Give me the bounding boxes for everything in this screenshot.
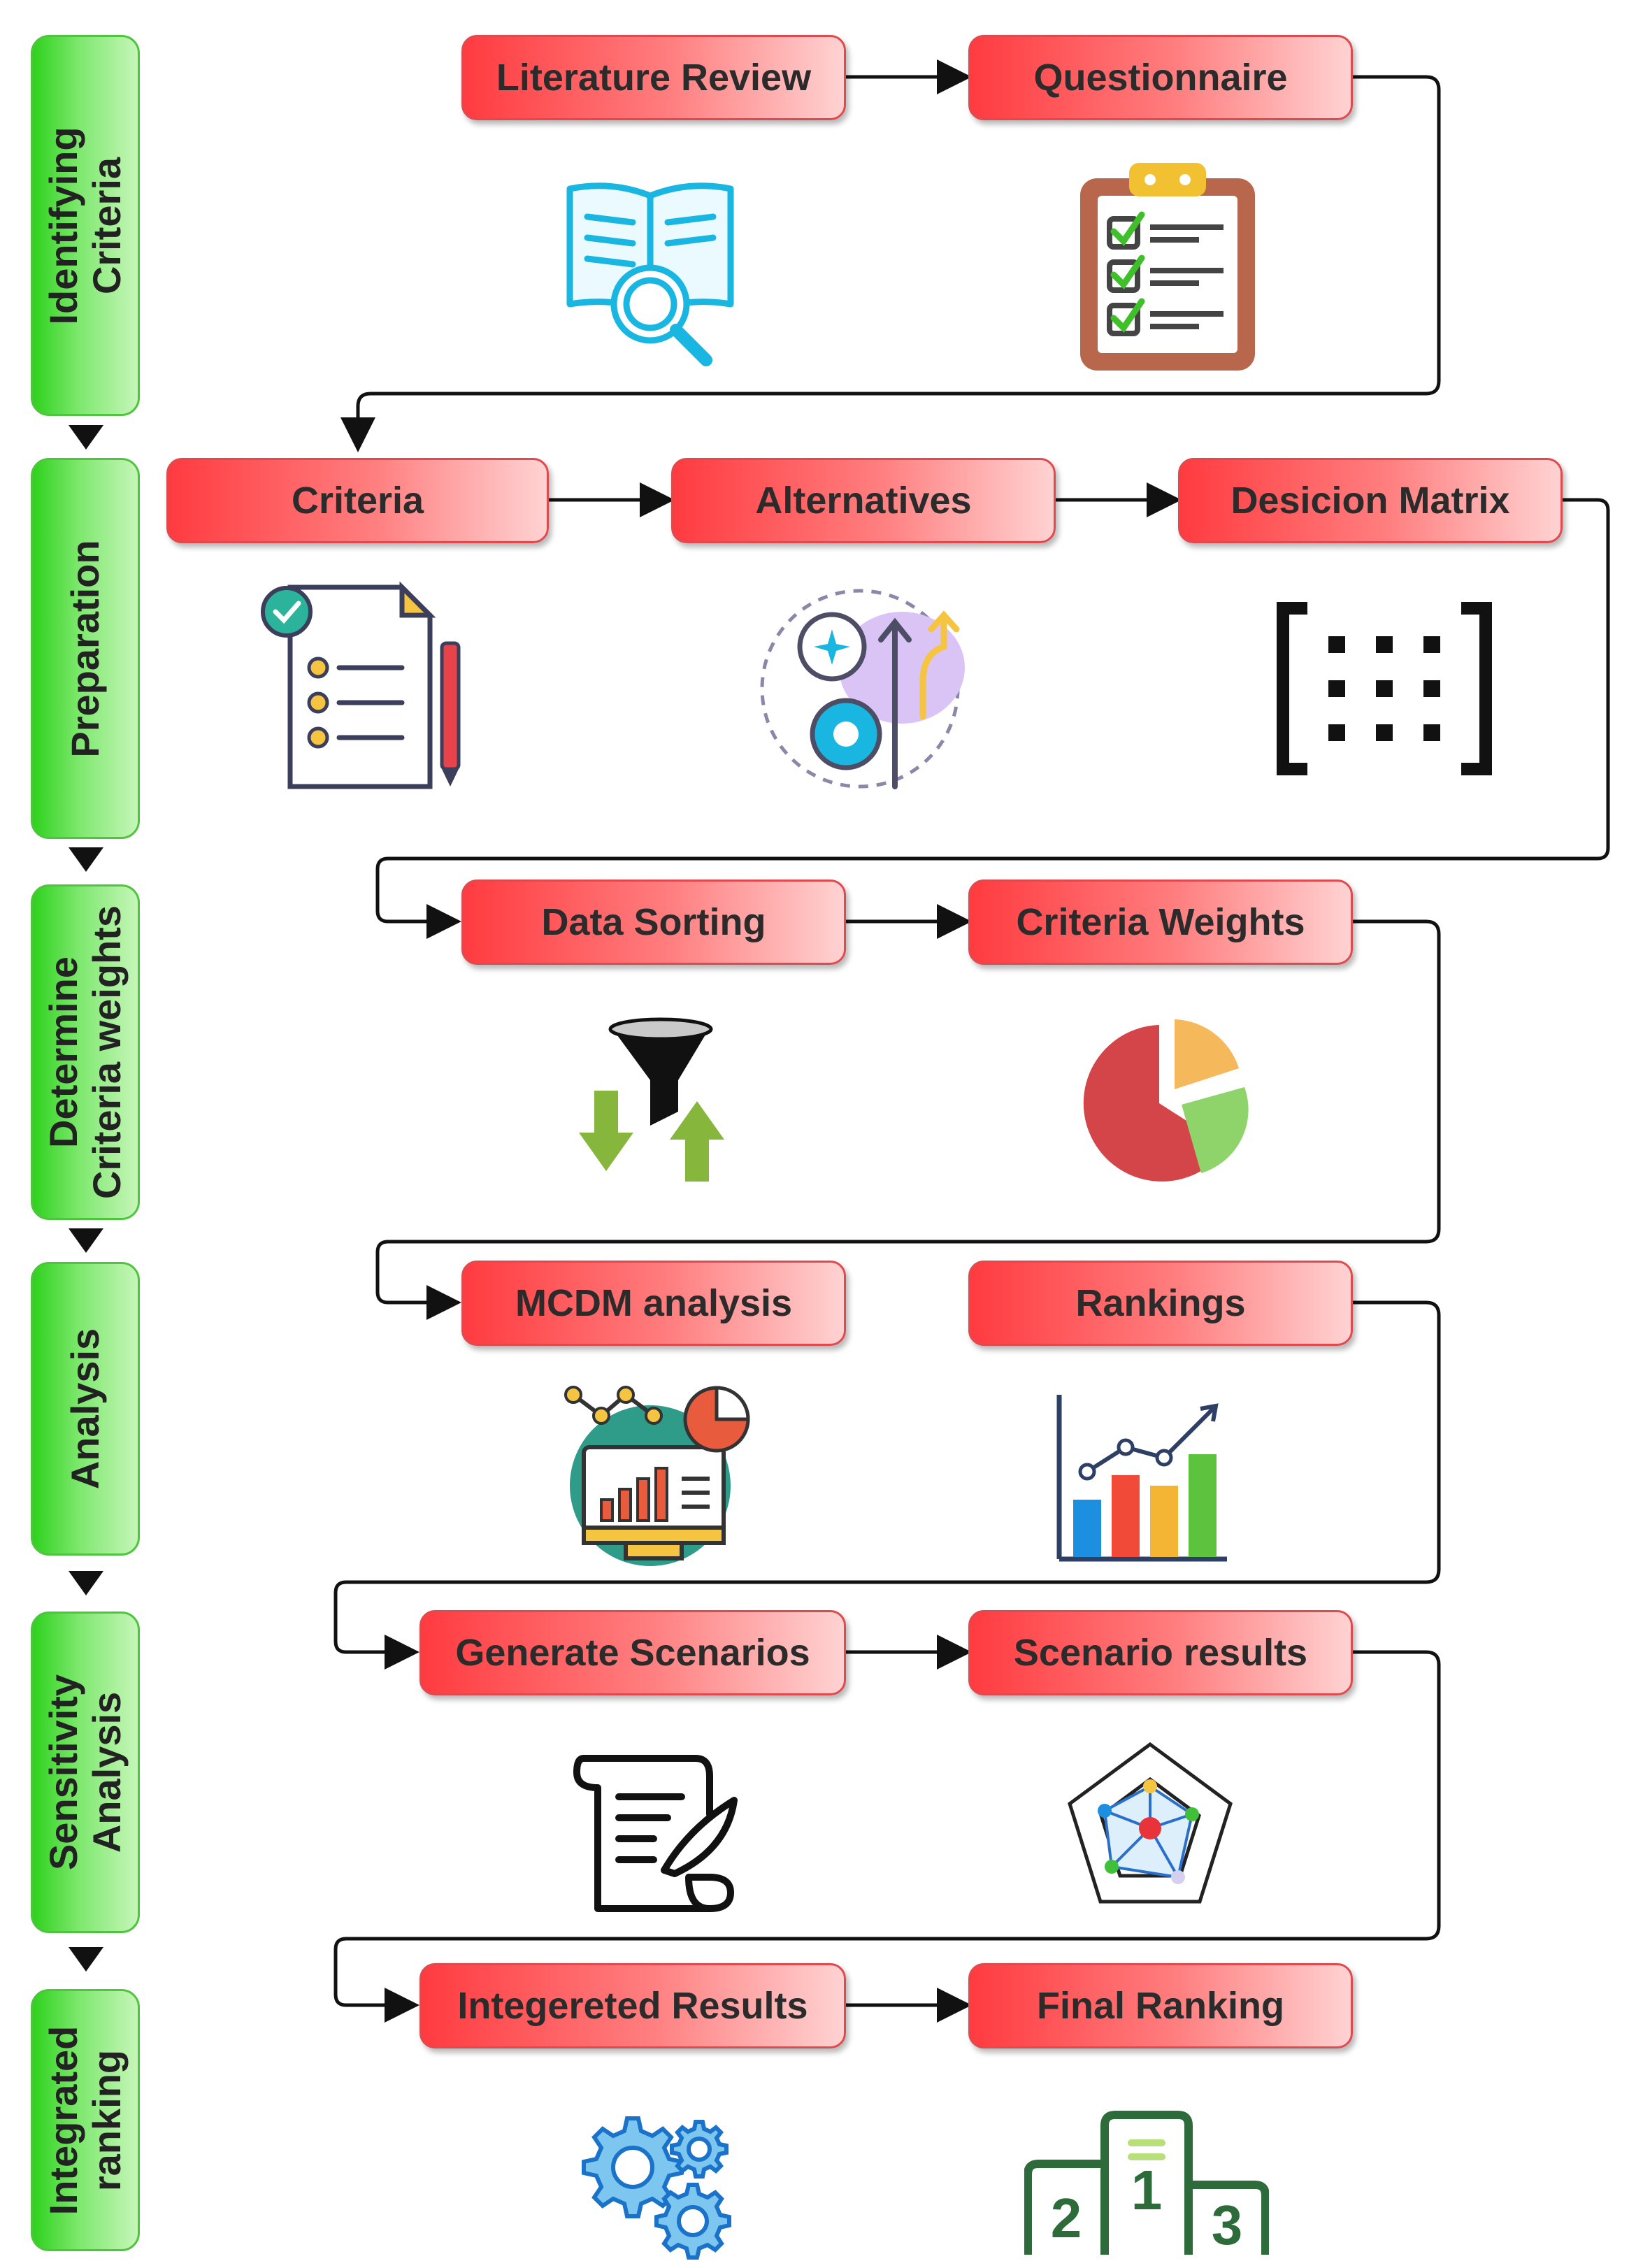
phase-down-arrow <box>69 1571 103 1595</box>
phase-down-arrow <box>69 1947 103 1972</box>
clipboard-checklist-icon <box>1080 163 1255 371</box>
scroll-quill-icon <box>573 1755 738 1912</box>
step-criteria: Criteria <box>166 458 549 543</box>
step-generate-scenarios: Generate Scenarios <box>419 1610 846 1695</box>
step-label: Integereted Results <box>457 1985 808 2027</box>
step-label: Criteria Weights <box>1016 901 1305 943</box>
phase-identifying-criteria: Identifying Criteria <box>31 35 140 416</box>
step-mcdm-analysis: MCDM analysis <box>461 1261 846 1346</box>
step-label: Alternatives <box>755 480 972 522</box>
step-label: Generate Scenarios <box>455 1632 810 1674</box>
phase-down-arrow <box>69 1228 103 1253</box>
podium-third-label: 3 <box>1212 2194 1243 2256</box>
document-checklist-icon <box>261 581 461 789</box>
gears-icon <box>582 2116 731 2260</box>
step-questionnaire: Questionnaire <box>968 35 1353 120</box>
phase-sensitivity-analysis: Sensitivity Analysis <box>31 1612 140 1933</box>
podium-first-label: 1 <box>1131 2159 1163 2221</box>
step-rankings: Rankings <box>968 1261 1353 1346</box>
step-label: Criteria <box>291 480 424 522</box>
arrow-decision-matrix-to-data-sorting <box>375 498 1610 939</box>
step-data-sorting: Data Sorting <box>461 880 846 965</box>
step-alternatives: Alternatives <box>671 458 1056 543</box>
podium-second-label: 2 <box>1051 2187 1082 2249</box>
step-label: Scenario results <box>1013 1632 1308 1674</box>
phase-down-arrow <box>69 847 103 872</box>
step-literature-review: Literature Review <box>461 35 846 120</box>
step-label: Questionnaire <box>1033 57 1288 99</box>
arrow-questionnaire-to-criteria <box>340 75 1441 452</box>
step-label: Literature Review <box>496 57 812 99</box>
step-integrated-results: Integereted Results <box>419 1963 846 2048</box>
step-scenario-results: Scenario results <box>968 1610 1353 1695</box>
phase-integrated-ranking: Integrated ranking <box>31 1989 140 2251</box>
step-label: Final Ranking <box>1036 1985 1285 2027</box>
phase-down-arrow <box>69 425 103 450</box>
step-final-ranking: Final Ranking <box>968 1963 1353 2048</box>
arrow-criteria-weights-to-mcdm <box>375 919 1441 1320</box>
radar-chart-icon <box>1068 1742 1233 1904</box>
step-label: MCDM analysis <box>515 1282 793 1324</box>
step-label: Desicion Matrix <box>1230 480 1510 522</box>
step-label: Rankings <box>1075 1282 1246 1324</box>
podium-icon: 1 2 3 <box>1024 2111 1269 2256</box>
phase-preparation: Preparation <box>31 458 140 839</box>
book-search-icon <box>566 182 734 366</box>
phase-determine-criteria-weights: Determine Criteria weights <box>31 884 140 1220</box>
analytics-monitor-icon <box>564 1386 750 1566</box>
arrow-rankings-to-generate-scenarios <box>333 1300 1441 1670</box>
step-label: Data Sorting <box>541 901 766 943</box>
idea-gears-icon <box>760 589 965 789</box>
funnel-sort-icon <box>579 1017 724 1182</box>
step-decision-matrix: Desicion Matrix <box>1178 458 1563 543</box>
phase-analysis: Analysis <box>31 1262 140 1556</box>
pie-chart-icon <box>1083 1019 1249 1182</box>
step-criteria-weights: Criteria Weights <box>968 880 1353 965</box>
ranking-bar-chart-icon <box>1056 1395 1227 1562</box>
arrow-scenario-results-to-integrated <box>333 1650 1441 2023</box>
matrix-icon <box>1277 602 1492 775</box>
